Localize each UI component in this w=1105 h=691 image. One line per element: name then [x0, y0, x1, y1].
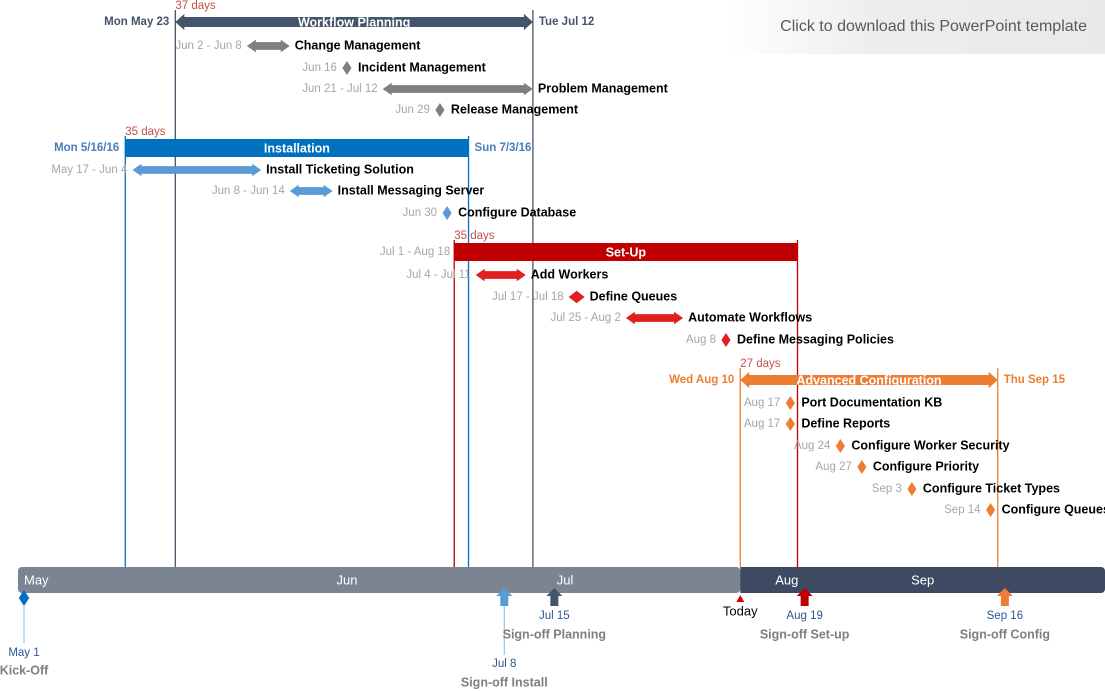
phase-end-label: Thu Sep 15 — [1004, 374, 1066, 386]
task-dates: Jun 29 — [395, 104, 430, 116]
task-dates: Jul 25 - Aug 2 — [551, 312, 621, 324]
month-label: Jul — [557, 572, 574, 587]
phase-bar — [740, 371, 998, 389]
time-axis-past — [18, 567, 741, 593]
milestone-arrow — [496, 588, 513, 606]
time-axis-future-edge — [740, 567, 749, 593]
phase-start-label: Wed Aug 10 — [669, 374, 734, 386]
task-dates: Jun 30 — [403, 207, 438, 219]
month-label: Aug — [775, 572, 798, 587]
phase-start-label: Mon May 23 — [104, 16, 169, 28]
task-diamond — [907, 482, 917, 496]
task-bar — [382, 82, 533, 96]
task-dates: Aug 27 — [815, 461, 851, 473]
milestone-diamond — [18, 590, 30, 606]
phase-title: Installation — [264, 141, 330, 155]
phase-duration: 35 days — [454, 230, 495, 242]
task-diamond — [435, 103, 445, 117]
task-diamond — [986, 503, 996, 517]
task-name: Problem Management — [538, 81, 669, 95]
month-label: Jun — [336, 572, 357, 587]
phase-title: Set-Up — [606, 245, 647, 259]
download-banner-text[interactable]: Click to download this PowerPoint templa… — [780, 18, 1087, 35]
task-dates: Jun 16 — [302, 62, 337, 74]
milestone-arrow — [996, 588, 1013, 606]
task-dates: Aug 24 — [794, 440, 831, 452]
task-name: Configure Ticket Types — [923, 481, 1060, 495]
phase-title: Advanced Configuration — [796, 373, 941, 387]
task-diamond — [785, 417, 795, 431]
task-bar — [475, 268, 526, 282]
task-diamond — [857, 460, 867, 474]
phase-bar — [454, 243, 798, 261]
task-dates: Sep 14 — [944, 504, 981, 516]
task-dates: Jun 8 - Jun 14 — [212, 185, 285, 197]
task-diamond — [835, 439, 845, 453]
milestone-name: Sign-off Config — [960, 627, 1050, 641]
task-name: Configure Worker Security — [851, 438, 1009, 452]
task-diamond — [721, 333, 731, 347]
phase-start-label: Mon 5/16/16 — [54, 142, 119, 154]
task-name: Install Ticketing Solution — [266, 162, 414, 176]
task-name: Automate Workflows — [688, 310, 812, 324]
phase-bar — [125, 139, 469, 157]
task-name: Define Messaging Policies — [737, 332, 894, 346]
phase-duration: 37 days — [175, 0, 216, 12]
milestone-date: May 1 — [8, 647, 39, 659]
task-bar — [289, 184, 333, 198]
milestone-name: Kick-Off — [0, 663, 49, 677]
task-name: Install Messaging Server — [338, 183, 485, 197]
task-dates: Jul 4 - Jul 11 — [406, 269, 470, 281]
phase-bar — [175, 13, 533, 31]
task-dates: Jun 2 - Jun 8 — [175, 40, 241, 52]
milestone-date: Aug 19 — [786, 610, 822, 622]
task-diamond — [442, 206, 452, 220]
task-name: Port Documentation KB — [801, 395, 942, 409]
task-dates: Jul 17 - Jul 18 — [492, 291, 564, 303]
phase-end-label: Tue Jul 12 — [539, 16, 594, 28]
task-dates: Aug 8 — [686, 334, 716, 346]
month-label: May — [24, 572, 49, 587]
task-name: Configure Queues — [1002, 502, 1105, 516]
task-dates: Jun 21 - Jul 12 — [302, 83, 377, 95]
phase-title: Workflow Planning — [298, 15, 410, 29]
task-bar — [568, 290, 585, 304]
task-name: Release Management — [451, 102, 579, 116]
phase-end-label: Sun 7/3/16 — [475, 142, 532, 154]
task-diamond — [342, 61, 352, 75]
task-name: Change Management — [295, 38, 422, 52]
milestone-arrow — [796, 588, 813, 606]
task-name: Add Workers — [531, 267, 609, 281]
phase-date-range: Jul 1 - Aug 18 — [380, 246, 450, 258]
task-dates: Aug 17 — [744, 397, 780, 409]
month-label: Sep — [911, 572, 934, 587]
milestone-date: Sep 16 — [987, 610, 1023, 622]
task-diamond — [785, 396, 795, 410]
milestone-name: Sign-off Install — [461, 675, 548, 689]
task-bar — [132, 163, 262, 177]
phase-duration: 27 days — [740, 358, 781, 370]
task-dates: May 17 - Jun 4 — [51, 164, 128, 176]
task-name: Incident Management — [358, 60, 487, 74]
download-banner[interactable]: Click to download this PowerPoint templa… — [727, 0, 1105, 54]
task-bar — [625, 311, 684, 325]
task-name: Configure Database — [458, 205, 576, 219]
milestone-arrow — [546, 588, 563, 606]
task-name: Define Reports — [801, 416, 890, 430]
task-name: Define Queues — [590, 289, 678, 303]
phase-duration: 35 days — [125, 126, 166, 138]
task-name: Configure Priority — [873, 459, 979, 473]
task-dates: Aug 17 — [744, 418, 780, 430]
milestone-date: Jul 8 — [492, 658, 516, 670]
today-label: Today — [723, 603, 758, 618]
milestone-name: Sign-off Set-up — [760, 627, 850, 641]
time-axis-future — [740, 567, 1105, 593]
task-dates: Sep 3 — [872, 483, 902, 495]
task-bar — [246, 39, 290, 53]
milestone-name: Sign-off Planning — [503, 627, 606, 641]
today-marker — [736, 595, 745, 602]
milestone-date: Jul 15 — [539, 610, 570, 622]
